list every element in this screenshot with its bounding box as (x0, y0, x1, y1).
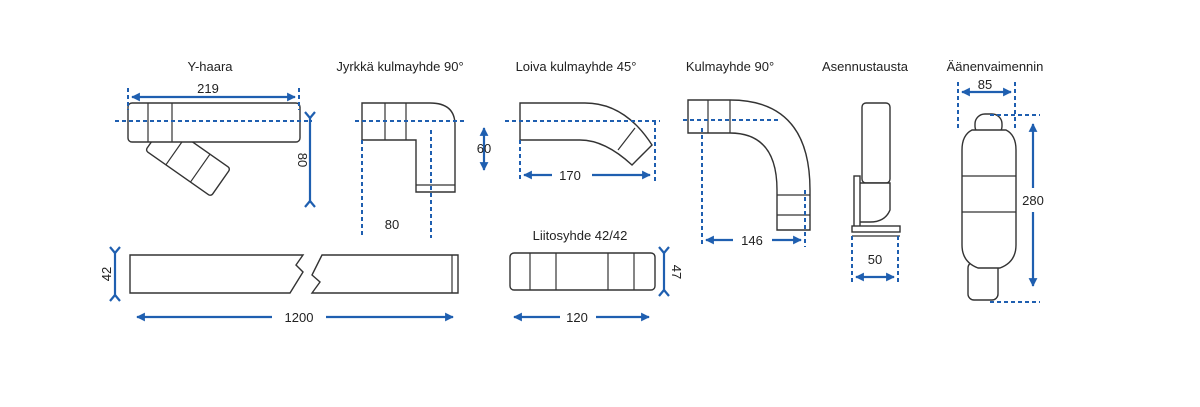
title-silencer: Äänenvaimennin (947, 59, 1044, 74)
dim-elbow-width: 146 (741, 233, 763, 248)
dim-silencer-height: 280 (1022, 193, 1044, 208)
connector-drawing (509, 246, 670, 322)
title-gentle-elbow: Loiva kulmayhde 45° (516, 59, 637, 74)
dim-steep-elbow-height: 60 (477, 141, 491, 156)
dim-y-branch-height: 80 (295, 153, 310, 167)
dim-connector-length: 120 (566, 310, 588, 325)
elbow-drawing (683, 99, 811, 247)
silencer-drawing (957, 82, 1040, 303)
dim-connector-diameter: 47 (669, 265, 684, 279)
title-steep-elbow: Jyrkkä kulmayhde 90° (336, 59, 463, 74)
dim-silencer-width: 85 (978, 77, 992, 92)
y-branch-drawing (115, 88, 316, 208)
steep-elbow-drawing (355, 102, 489, 238)
dim-steep-elbow-width: 80 (385, 217, 399, 232)
mounting-bracket-drawing (851, 102, 901, 282)
title-connector: Liitosyhde 42/42 (533, 228, 628, 243)
title-elbow: Kulmayhde 90° (686, 59, 774, 74)
gentle-elbow-drawing (505, 102, 660, 182)
dim-pipe-diameter: 42 (99, 267, 114, 281)
pipe-drawing (109, 246, 459, 322)
dim-y-branch-length: 219 (197, 81, 219, 96)
dim-pipe-length: 1200 (285, 310, 314, 325)
dim-bracket-width: 50 (868, 252, 882, 267)
title-mounting-bracket: Asennustausta (822, 59, 909, 74)
title-y-branch: Y-haara (187, 59, 233, 74)
dim-gentle-elbow-width: 170 (559, 168, 581, 183)
